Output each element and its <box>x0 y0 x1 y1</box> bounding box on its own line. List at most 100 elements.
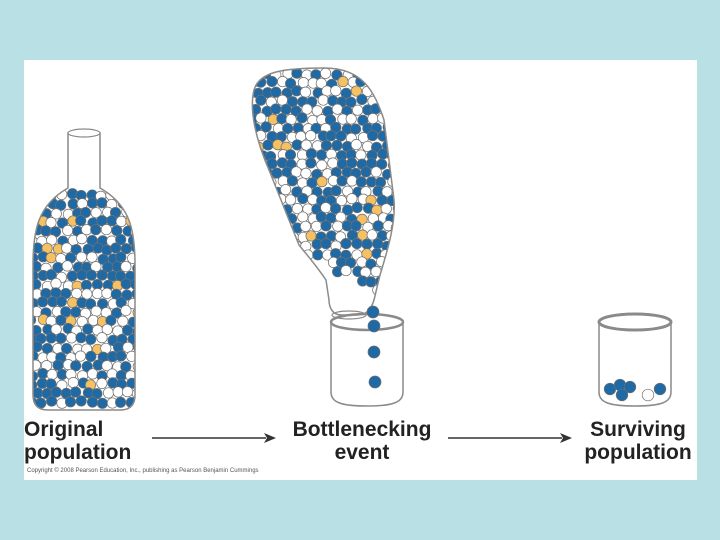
marble <box>70 386 82 398</box>
marble <box>100 224 112 236</box>
marble <box>96 332 108 344</box>
marble <box>120 261 132 273</box>
marble <box>252 213 259 225</box>
marble <box>350 139 362 151</box>
marble <box>385 96 395 108</box>
marble <box>370 166 382 178</box>
marble <box>299 86 312 98</box>
marble <box>45 217 57 229</box>
marble <box>85 350 97 362</box>
marble <box>127 316 135 328</box>
marble <box>65 332 78 344</box>
arrow-bottleneck-to-surviving <box>448 433 572 443</box>
marble <box>337 76 349 88</box>
marble <box>75 395 87 407</box>
marble <box>275 211 287 223</box>
marble <box>67 296 79 309</box>
marble <box>367 130 379 142</box>
marble <box>132 306 135 319</box>
marble <box>45 269 57 281</box>
marble <box>372 220 384 232</box>
marble <box>33 341 43 353</box>
marble <box>266 75 278 88</box>
marble <box>285 194 297 206</box>
marble <box>115 350 127 362</box>
marble <box>330 203 342 215</box>
marble <box>385 293 395 305</box>
marble <box>121 386 134 398</box>
marble <box>127 252 135 264</box>
marble <box>270 103 282 115</box>
marble <box>45 252 57 264</box>
marble <box>276 94 288 106</box>
marble <box>130 242 135 254</box>
marble <box>52 359 64 371</box>
original-bottle <box>32 132 136 411</box>
marble <box>101 323 113 335</box>
marble <box>117 315 129 327</box>
marble <box>62 224 74 237</box>
marble <box>385 78 395 90</box>
marble <box>70 360 82 372</box>
marble <box>324 114 337 126</box>
marble <box>300 167 312 179</box>
marble <box>305 130 317 142</box>
marble <box>85 298 97 310</box>
falling-marble <box>367 319 381 333</box>
marble <box>33 278 42 290</box>
marble <box>252 149 257 161</box>
marble <box>50 277 62 290</box>
marble <box>257 175 269 187</box>
marble <box>252 159 259 172</box>
marble <box>81 360 93 372</box>
marble <box>305 157 317 169</box>
marble <box>33 379 38 391</box>
marble <box>277 231 289 243</box>
marble <box>270 86 282 98</box>
marble <box>390 238 395 251</box>
marble <box>336 175 348 187</box>
marble <box>391 283 395 295</box>
marble <box>346 157 358 169</box>
marble <box>387 275 395 287</box>
marble <box>299 220 312 232</box>
marble <box>262 203 274 215</box>
marble <box>265 230 277 242</box>
marble <box>386 256 395 268</box>
marble <box>351 202 363 214</box>
marble <box>55 314 67 326</box>
marble <box>372 238 384 250</box>
marble <box>270 202 282 215</box>
marble <box>260 121 272 133</box>
marble <box>392 68 395 80</box>
marble <box>355 176 367 188</box>
marble <box>355 149 367 161</box>
marble <box>320 68 332 79</box>
marble <box>46 234 58 246</box>
marble <box>33 370 39 382</box>
marble <box>75 332 87 344</box>
marble <box>115 215 127 227</box>
marble <box>86 396 99 408</box>
marble <box>61 260 73 272</box>
label-original-population: Original population <box>24 418 132 464</box>
marble <box>387 175 395 188</box>
arrow-original-to-bottleneck <box>152 433 276 443</box>
marble <box>331 103 343 115</box>
marble <box>55 295 67 308</box>
marble <box>376 94 388 106</box>
marble <box>330 121 342 133</box>
marble <box>255 112 267 124</box>
marble <box>266 195 279 207</box>
marble <box>390 140 395 152</box>
marble <box>255 94 267 106</box>
marble <box>120 361 132 373</box>
marble <box>356 93 368 106</box>
marble <box>50 208 62 220</box>
marble <box>126 198 135 210</box>
marble <box>46 395 58 407</box>
marble <box>75 251 88 263</box>
bottleneck-cup <box>330 322 404 407</box>
marble <box>66 270 78 282</box>
marble <box>61 342 73 355</box>
